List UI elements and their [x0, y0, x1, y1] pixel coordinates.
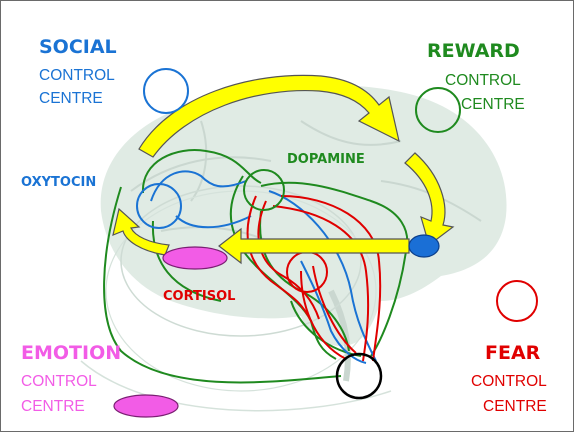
social-centre-circle [143, 68, 189, 114]
fear-title: FEAR [485, 342, 541, 364]
dopamine-label: DOPAMINE [287, 152, 365, 167]
dopamine-source-dot [408, 234, 440, 258]
dopamine-node [243, 169, 285, 211]
reward-centre-circle [415, 87, 461, 133]
emotion-line2: CENTRE [21, 398, 85, 415]
emotion-line1: CONTROL [21, 373, 97, 390]
oxytocin-node [136, 183, 182, 229]
emotion-title: EMOTION [21, 342, 121, 364]
social-line2: CENTRE [39, 90, 103, 107]
social-to-reward-arrow [138, 74, 400, 158]
social-line1: CONTROL [39, 67, 115, 84]
emotion-oval [162, 246, 228, 270]
fear-node [335, 352, 383, 400]
fear-pathways [246, 195, 382, 362]
flow-arrows [112, 74, 455, 265]
emotion-centre-oval [113, 394, 179, 418]
reward-line2: CENTRE [461, 96, 525, 113]
fear-centre-circle [496, 280, 538, 322]
fear-line2: CENTRE [483, 398, 547, 415]
reward-title: REWARD [427, 40, 520, 62]
emotion-to-social-arrow [112, 207, 170, 256]
social-title: SOCIAL [39, 36, 117, 58]
reward-line1: CONTROL [445, 72, 521, 89]
cortisol-label: CORTISOL [163, 289, 235, 304]
reward-to-emotion-arrow [218, 227, 410, 265]
fear-line1: CONTROL [471, 373, 547, 390]
oxytocin-label: OXYTOCIN [21, 175, 96, 190]
